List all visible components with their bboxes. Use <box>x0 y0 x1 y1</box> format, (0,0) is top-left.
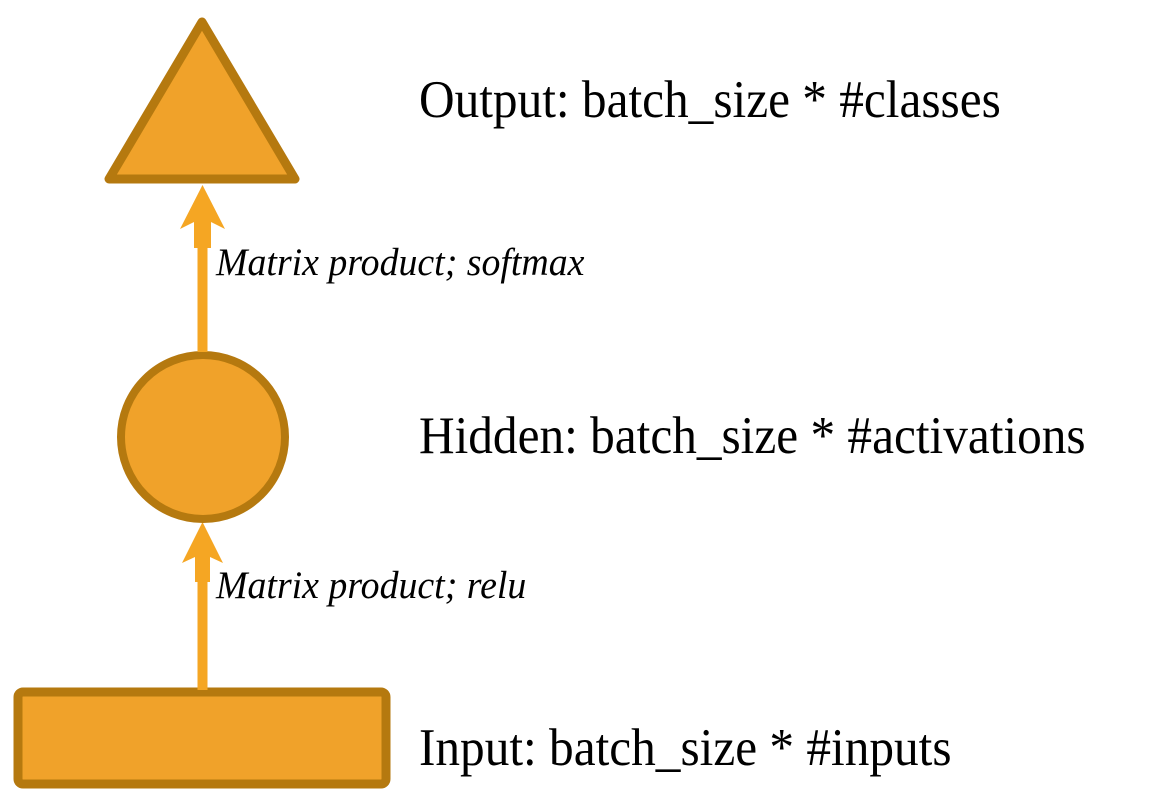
arrow-input-to-hidden[interactable] <box>182 522 223 690</box>
output-triangle-shape[interactable] <box>104 17 300 184</box>
edge-label-relu: Matrix product; relu <box>216 564 527 607</box>
hidden-circle-shape[interactable] <box>117 351 289 523</box>
edge-label-softmax: Matrix product; softmax <box>216 241 585 284</box>
output-layer-label: Output: batch_size * #classes <box>419 71 1001 129</box>
arrow-hidden-to-output[interactable] <box>180 185 225 352</box>
hidden-layer-label: Hidden: batch_size * #activations <box>419 407 1086 465</box>
input-layer-label: Input: batch_size * #inputs <box>419 719 952 777</box>
input-rectangle-shape[interactable] <box>13 687 391 789</box>
